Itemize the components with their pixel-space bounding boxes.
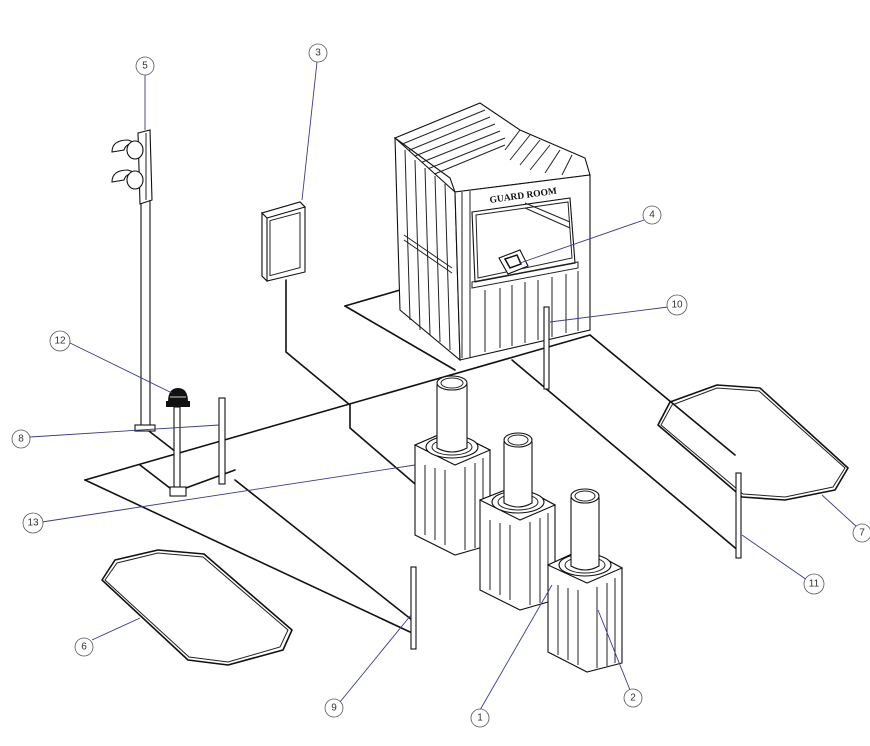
callout-10-label: 10: [671, 300, 683, 311]
traffic-light: [111, 129, 156, 432]
callout-8-label: 8: [18, 434, 24, 445]
callout-13-label: 13: [27, 518, 39, 529]
control-box: [260, 201, 307, 283]
callout-4-label: 4: [649, 210, 655, 221]
callout-4: 4: [642, 205, 662, 225]
callout-12-label: 12: [54, 336, 66, 347]
warning-light: [166, 388, 190, 497]
callout-13: 13: [22, 512, 44, 534]
bollard: [413, 375, 492, 556]
callout-11-label: 11: [809, 579, 820, 590]
callout-7: 7: [852, 523, 870, 543]
callout-12: 12: [49, 330, 71, 352]
callout-3: 3: [308, 43, 328, 63]
callout-6: 6: [74, 637, 94, 657]
callout-2: 2: [623, 688, 643, 708]
callout-1-label: 1: [477, 713, 483, 724]
callout-6-label: 6: [81, 642, 87, 653]
callout-11: 11: [803, 573, 825, 595]
vehicle-detector-loop-left: [101, 549, 293, 666]
callout-10: 10: [666, 294, 688, 316]
callout-7-label: 7: [859, 528, 865, 539]
vehicle-detector-loop-right: [657, 384, 849, 501]
callout-9-label: 9: [331, 703, 337, 714]
ground-lines: [84, 279, 741, 633]
callout-5-label: 5: [142, 61, 148, 72]
bollard: [478, 432, 557, 611]
callout-1: 1: [470, 708, 490, 728]
guard-room: GUARD ROOM: [393, 102, 591, 362]
bollard: [546, 488, 624, 673]
callout-9: 9: [324, 698, 344, 718]
photocell-posts: [218, 306, 742, 650]
callout-2-label: 2: [630, 693, 636, 704]
callout-8: 8: [11, 429, 31, 449]
bollard-group: [413, 375, 624, 673]
callout-3-label: 3: [315, 48, 321, 59]
callout-5: 5: [135, 56, 155, 76]
callout-leaders: [29, 61, 859, 711]
